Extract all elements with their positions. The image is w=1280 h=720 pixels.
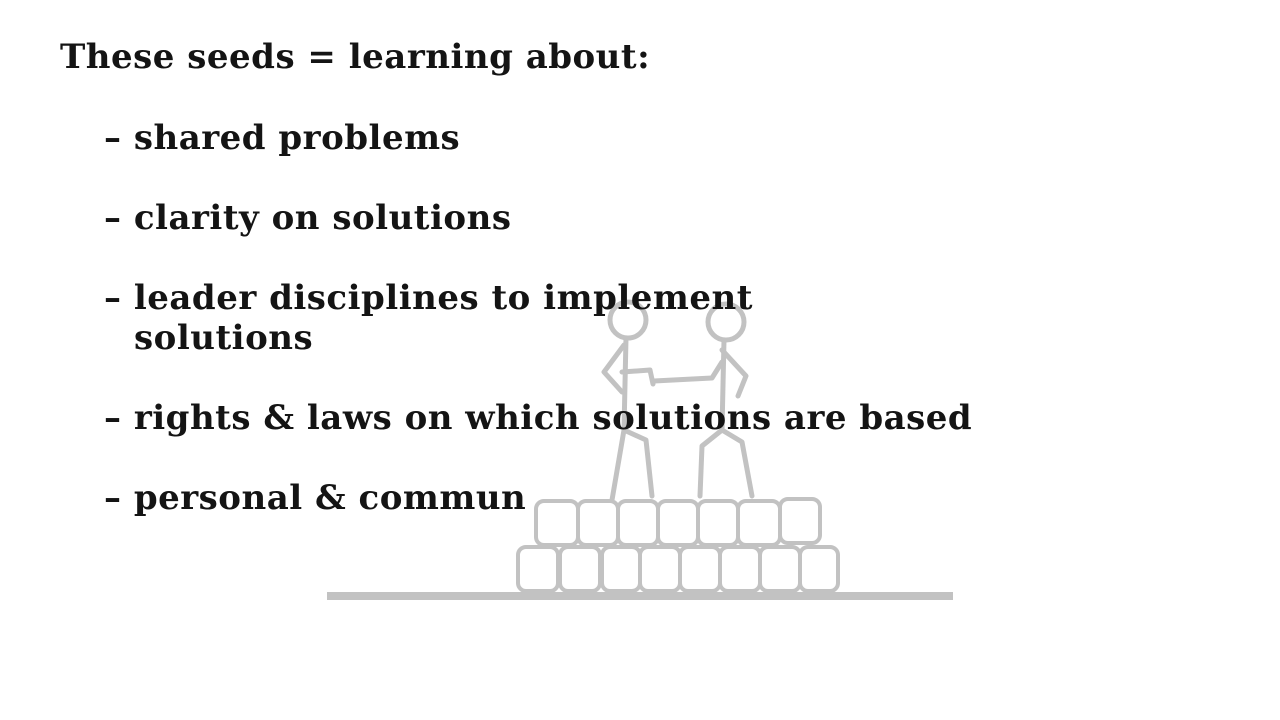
left-person-figure — [601, 299, 656, 503]
bullet-personal-and-community: – personal & commun — [104, 478, 527, 518]
bullet-leader-disciplines: – leader disciplines to implement — [104, 278, 753, 318]
brick-row-bottom — [516, 545, 840, 593]
bullet-rights-and-laws: – rights & laws on which solutions are b… — [104, 398, 973, 438]
brick-row-top — [534, 497, 822, 547]
bullet-leader-disciplines-continued: solutions — [134, 318, 314, 358]
bullet-shared-problems: – shared problems — [104, 118, 461, 158]
slide-title: These seeds = learning about: — [60, 37, 651, 77]
bullet-clarity-on-solutions: – clarity on solutions — [104, 198, 512, 238]
right-person-figure — [651, 301, 755, 499]
